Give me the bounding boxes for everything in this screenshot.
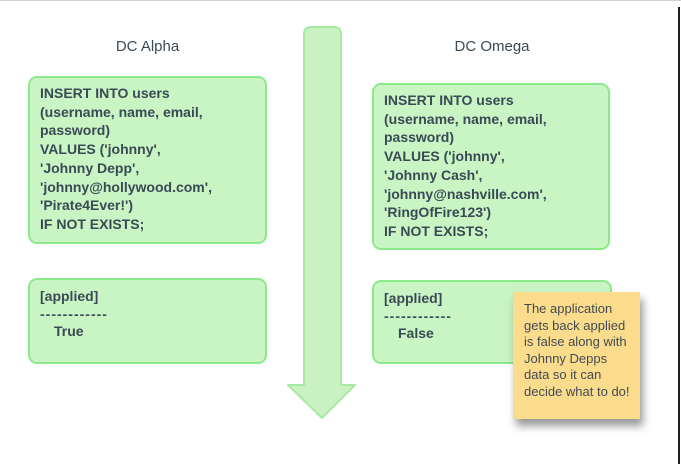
dc-omega-result-header: [applied] (384, 290, 443, 306)
right-border-line (678, 7, 680, 464)
dc-omega-title: DC Omega (454, 38, 530, 55)
dc-omega-query-box: INSERT INTO users (username, name, email… (372, 83, 610, 250)
dc-alpha-result-divider: ------------ (40, 305, 108, 322)
dc-alpha-result-value: True (54, 323, 84, 339)
top-border-line (0, 0, 681, 1)
dc-alpha-query-box: INSERT INTO users (username, name, email… (28, 76, 267, 244)
dc-omega-query-text: INSERT INTO users (username, name, email… (384, 92, 547, 239)
dc-omega-result-value: False (398, 325, 434, 341)
dc-omega-result-divider: ------------ (384, 307, 452, 324)
dc-alpha-result-box: [applied] ------------ True (28, 278, 267, 364)
sticky-note: The application gets back applied is fal… (513, 292, 640, 419)
dc-alpha-title: DC Alpha (115, 38, 180, 55)
dc-alpha-query-text: INSERT INTO users (username, name, email… (40, 85, 212, 232)
sticky-note-text: The application gets back applied is fal… (524, 301, 630, 399)
dc-alpha-result-header: [applied] (40, 288, 99, 304)
